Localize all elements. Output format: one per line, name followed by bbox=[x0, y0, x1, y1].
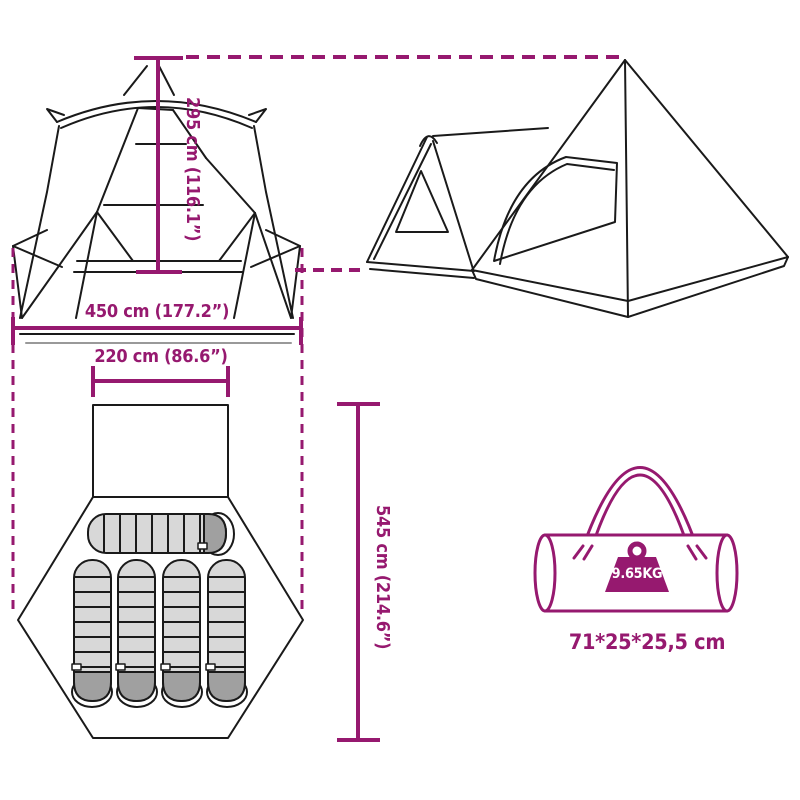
sleeping-bag-horizontal bbox=[87, 512, 235, 556]
vestibule-outline bbox=[92, 404, 229, 498]
package-size-label: 71*25*25,5 cm bbox=[568, 630, 726, 654]
sleeping-bag-vertical bbox=[115, 559, 158, 708]
height-dimension-line bbox=[134, 56, 183, 274]
sleeping-bag-vertical bbox=[71, 559, 113, 708]
length-dimension-label: 545 cm (214.6”) bbox=[372, 505, 393, 650]
carry-bag bbox=[533, 466, 739, 613]
weight-icon bbox=[605, 541, 669, 592]
width-dimension-line bbox=[11, 317, 303, 345]
inner-width-dimension-label: 220 cm (86.6”) bbox=[94, 346, 228, 367]
dimension-guides bbox=[11, 55, 622, 742]
height-dimension-label: 295 cm (116.1”) bbox=[182, 97, 203, 242]
tent-floor-plan bbox=[17, 404, 304, 739]
tent-side-view bbox=[366, 59, 789, 318]
length-dimension-line bbox=[337, 402, 380, 742]
bag-handle-inner bbox=[590, 473, 690, 549]
sleeping-bag-vertical bbox=[160, 559, 203, 708]
package-weight-label: 9.65KG bbox=[611, 566, 663, 582]
bag-handle-outer bbox=[581, 466, 699, 549]
inner-width-dimension-line bbox=[91, 366, 230, 397]
width-dimension-label: 450 cm (177.2”) bbox=[84, 301, 230, 322]
sleeping-bags bbox=[71, 512, 248, 708]
sleeping-bag-vertical bbox=[205, 559, 248, 708]
